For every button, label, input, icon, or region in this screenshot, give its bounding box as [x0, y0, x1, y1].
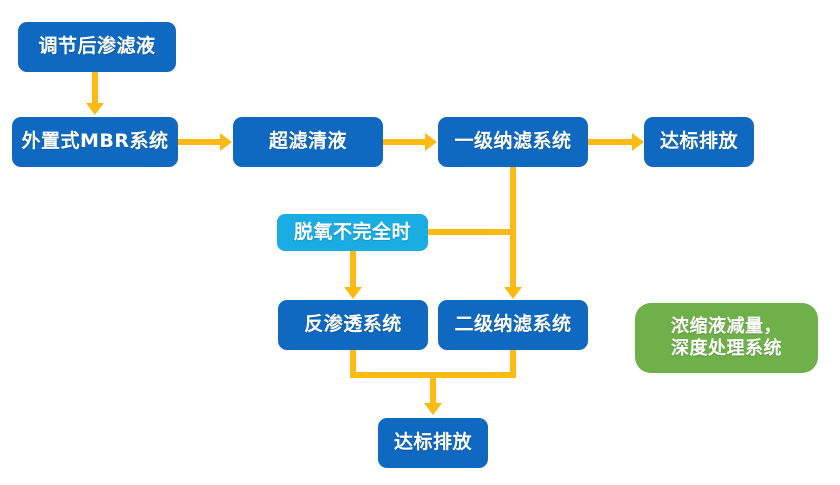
connector-merge-n10-stem	[430, 372, 436, 405]
node-external-mbr-system[interactable]: 外置式MBR系统	[12, 117, 178, 167]
arrowhead-n4-n5	[632, 133, 644, 151]
node-incomplete-deoxygenation-condition[interactable]: 脱氧不完全时	[277, 214, 428, 251]
connector-n1-n2-stem	[92, 72, 98, 105]
connector-n2-n3-stem	[178, 139, 222, 145]
node-label: 达标排放	[393, 431, 472, 454]
node-adjusted-leachate[interactable]: 调节后渗滤液	[18, 22, 176, 72]
node-label: 外置式MBR系统	[21, 130, 169, 153]
node-label: 调节后渗滤液	[38, 35, 156, 58]
connector-n3-n4-stem	[383, 139, 427, 145]
node-primary-nanofiltration-system[interactable]: 一级纳滤系统	[438, 117, 588, 167]
node-label: 脱氧不完全时	[293, 220, 411, 243]
connector-n4-n5-stem	[588, 139, 634, 145]
node-label: 达标排放	[659, 130, 738, 153]
node-compliant-discharge-top[interactable]: 达标排放	[644, 117, 754, 167]
arrowhead-merge-n10	[424, 403, 442, 415]
arrowhead-n2-n3	[220, 133, 232, 151]
node-label: 二级纳滤系统	[454, 313, 572, 336]
connector-n4-n8-stem	[510, 167, 516, 289]
arrowhead-n1-n2	[86, 103, 104, 115]
node-label: 一级纳滤系统	[454, 130, 572, 153]
node-compliant-discharge-bottom[interactable]: 达标排放	[378, 418, 488, 468]
node-reverse-osmosis-system[interactable]: 反渗透系统	[278, 300, 428, 350]
connector-n8-merge-stem	[510, 350, 516, 378]
node-label: 浓缩液减量， 深度处理系统	[671, 315, 782, 360]
connector-n7-merge-stem	[350, 350, 356, 378]
node-label: 超滤清液	[268, 130, 347, 153]
node-ultrafiltration-clear-liquid[interactable]: 超滤清液	[233, 117, 383, 167]
arrowhead-n6-n7	[344, 287, 362, 299]
arrowhead-n3-n4	[425, 133, 437, 151]
arrowhead-n4-n8	[504, 287, 522, 299]
node-label: 反渗透系统	[304, 313, 402, 336]
connector-n6-junction	[428, 229, 514, 235]
node-secondary-nanofiltration-system[interactable]: 二级纳滤系统	[438, 300, 588, 350]
connector-n6-n7-stem	[350, 251, 356, 289]
node-concentrate-reduction-advanced-treatment[interactable]: 浓缩液减量， 深度处理系统	[635, 303, 818, 373]
